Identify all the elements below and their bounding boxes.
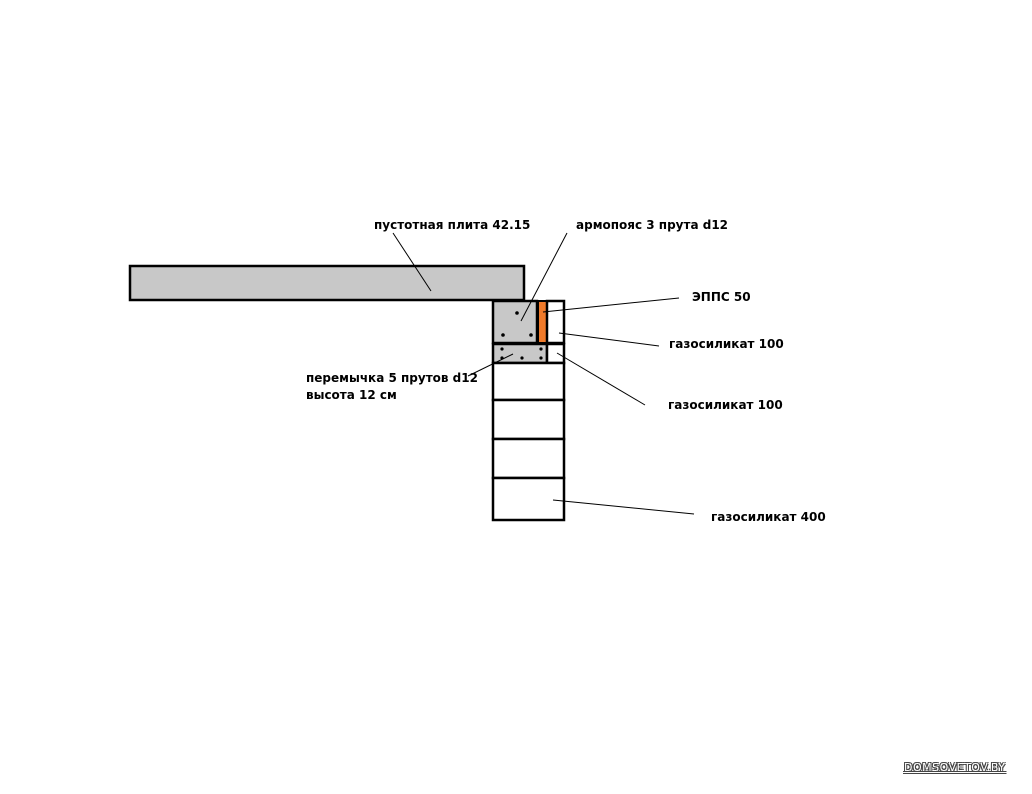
gas400-leader (552, 499, 695, 515)
gas100-bottom-label: газосиликат 100 (668, 398, 783, 412)
gas-silicate-400-block (491, 398, 566, 441)
epps-insulation (537, 300, 548, 344)
lintel-label-line1: перемычка 5 прутов d12 (306, 371, 478, 385)
lintel-label-line2: высота 12 см (306, 388, 397, 402)
slab-label: пустотная плита 42.15 (374, 218, 530, 232)
lintel-leader (467, 353, 514, 377)
leader-lines (392, 232, 695, 515)
belt-label: армопояс 3 прута d12 (576, 218, 728, 232)
belt-rebar (501, 311, 533, 337)
gas100-top-leader (558, 332, 660, 347)
belt-leader (520, 232, 568, 322)
gas400-label: газосиликат 400 (711, 510, 826, 524)
slab-leader (392, 232, 432, 292)
gas-silicate-100-top-block (545, 299, 566, 345)
site-watermark: DOMSOVETOV.BY (904, 761, 1006, 774)
reinforced-belt (491, 299, 539, 345)
gas100-bottom-leader (556, 352, 646, 406)
hollow-core-slab (128, 264, 526, 302)
gas-silicate-100-bottom-block (545, 342, 566, 365)
gas-silicate-400-block (491, 437, 566, 480)
gas100-top-label: газосиликат 100 (669, 337, 784, 351)
gas-silicate-400-block (491, 476, 566, 522)
epps-leader (542, 297, 680, 313)
epps-label: ЭППС 50 (692, 290, 751, 304)
gas-silicate-400-block (491, 361, 566, 402)
